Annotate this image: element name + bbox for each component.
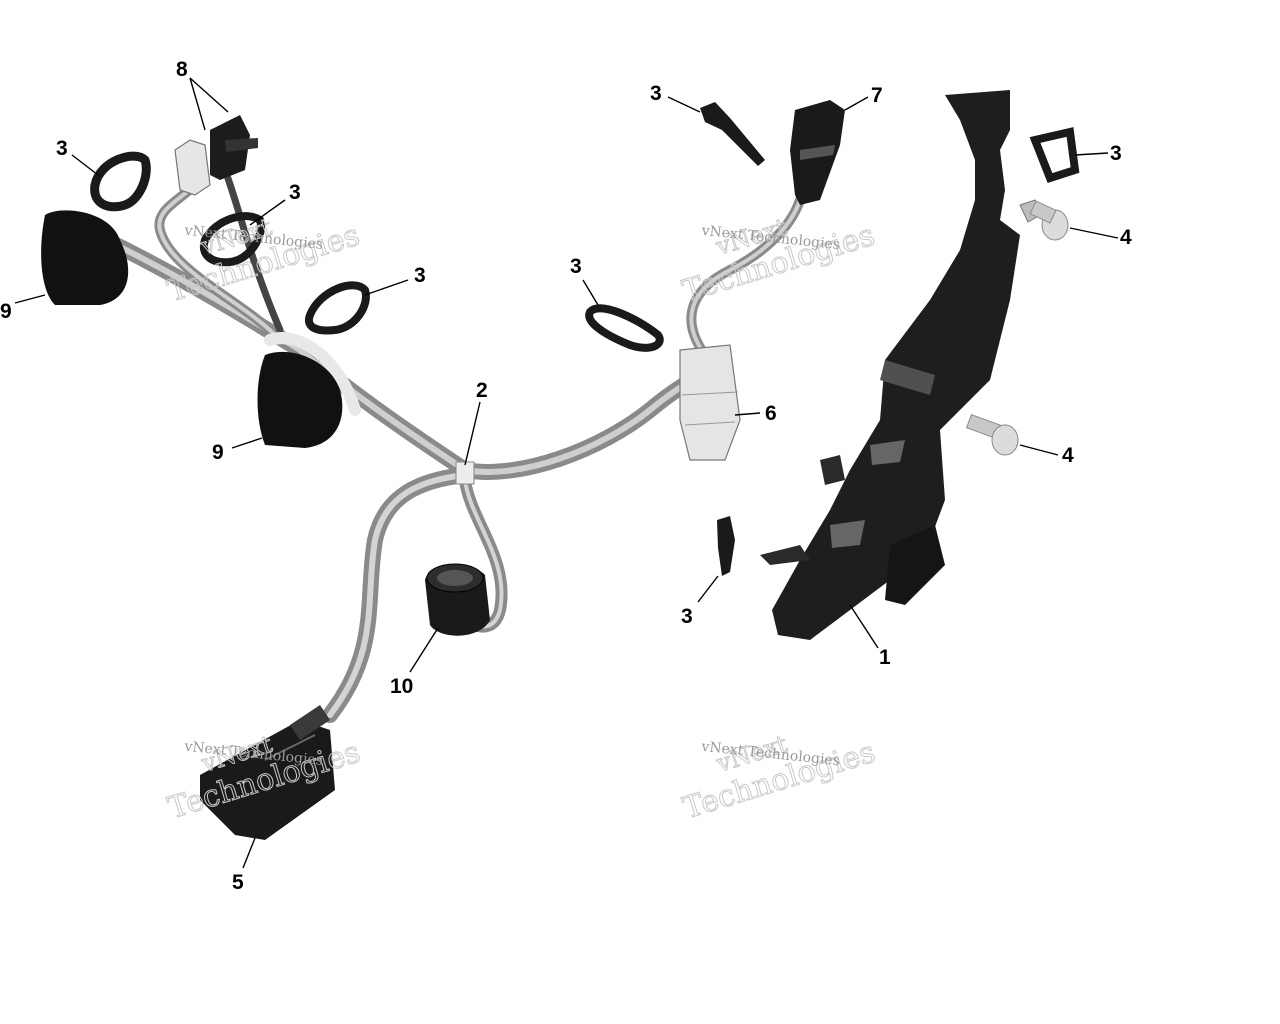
callout-2: 2 xyxy=(476,379,488,402)
bolt-4-mid xyxy=(965,413,1019,456)
leader-lines xyxy=(14,77,1119,869)
clip-3-top-center xyxy=(700,102,765,166)
connector-6 xyxy=(679,344,741,461)
grommet-9-mid xyxy=(257,351,343,448)
callout-3-mid: 3 xyxy=(414,264,426,287)
bolt-4-top xyxy=(1019,199,1069,241)
clip-3-mid xyxy=(304,281,370,335)
callout-4-top: 4 xyxy=(1120,226,1132,249)
watermark-bottom-right: vNext Technologies xyxy=(679,729,880,826)
callout-3-top-center: 3 xyxy=(650,82,662,105)
connector-5 xyxy=(200,705,335,840)
callout-9-mid: 9 xyxy=(212,441,224,464)
wiring-harness xyxy=(67,166,805,723)
bracket-1 xyxy=(760,90,1020,640)
watermark-top-right: vNext Technologies xyxy=(678,212,879,309)
clip-3-center xyxy=(585,304,664,352)
callout-3-bottom: 3 xyxy=(681,605,693,628)
callout-7: 7 xyxy=(871,84,883,107)
callout-3-center: 3 xyxy=(570,255,582,278)
callout-labels: 8 3 3 3 3 3 7 3 4 9 9 2 6 4 3 1 10 5 xyxy=(0,58,1132,894)
clip-3-mid-left xyxy=(199,212,265,267)
callout-10: 10 xyxy=(390,675,413,698)
callout-5: 5 xyxy=(232,871,244,894)
callout-6: 6 xyxy=(765,402,777,425)
clip-3-top-right xyxy=(1029,127,1080,183)
connector-10 xyxy=(425,563,490,636)
grommet-9-left xyxy=(41,210,129,305)
callout-3-mid-left: 3 xyxy=(289,181,301,204)
callout-8: 8 xyxy=(176,58,188,81)
callout-3-top-left: 3 xyxy=(56,137,68,160)
callout-4-mid: 4 xyxy=(1062,444,1074,467)
connector-8 xyxy=(174,115,258,196)
connector-7 xyxy=(790,100,845,205)
clip-3-bottom xyxy=(717,516,735,576)
clip-3-top-left xyxy=(90,151,151,212)
callout-9-left: 9 xyxy=(0,300,12,323)
callout-1: 1 xyxy=(879,646,891,669)
callout-3-top-right: 3 xyxy=(1110,142,1122,165)
